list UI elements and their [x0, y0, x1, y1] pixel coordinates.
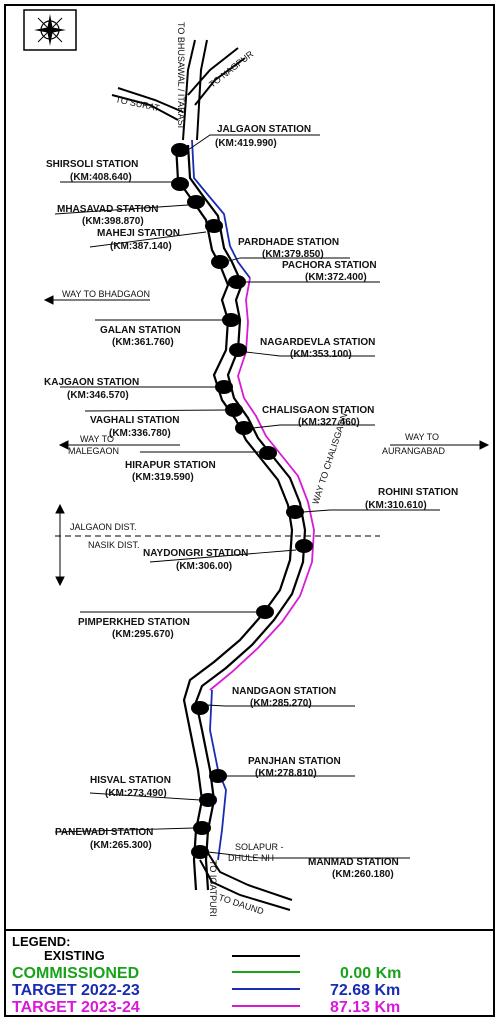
station-dot — [171, 143, 189, 157]
direction-arrows — [43, 295, 490, 587]
station-name: CHALISGAON STATION — [262, 405, 374, 416]
station-km: (KM:387.140) — [110, 241, 172, 252]
legend-existing-label: EXISTING — [44, 948, 105, 963]
station-dot — [229, 343, 247, 357]
jalgaon-district-label: JALGAON DIST. — [70, 522, 137, 532]
station-dot — [209, 769, 227, 783]
station-dot — [235, 421, 253, 435]
station-dot — [187, 195, 205, 209]
station-km: (KM:408.640) — [70, 172, 132, 183]
station-dot — [205, 219, 223, 233]
north-branches — [111, 39, 246, 141]
station-dot — [211, 255, 229, 269]
station-dot — [225, 403, 243, 417]
station-dot — [228, 275, 246, 289]
station-km: (KM:319.590) — [132, 472, 194, 483]
station-name: JALGAON STATION — [217, 124, 311, 135]
leader-lines — [54, 134, 440, 859]
station-name: KAJGAON STATION — [44, 377, 139, 388]
station-km: (KM:306.00) — [176, 561, 232, 572]
station-name: PANJHAN STATION — [248, 756, 341, 767]
station-km: (KM:398.870) — [82, 216, 144, 227]
station-name: VAGHALI STATION — [90, 415, 179, 426]
station-name: ROHINI STATION — [378, 487, 458, 498]
south-branches — [199, 849, 293, 911]
station-dot — [191, 845, 209, 859]
station-name: NANDGAON STATION — [232, 686, 336, 697]
way-to-aurangabad-label: WAY TO — [405, 432, 439, 442]
station-name: PARDHADE STATION — [238, 237, 339, 248]
station-km: (KM:379.850) — [262, 249, 324, 260]
station-dot — [295, 539, 313, 553]
station-name: MANMAD STATION — [308, 857, 399, 868]
station-name: HIRAPUR STATION — [125, 460, 216, 471]
station-km: (KM:273.490) — [105, 788, 167, 799]
station-dot — [222, 313, 240, 327]
station-km: (KM:361.760) — [112, 337, 174, 348]
station-name: GALAN STATION — [100, 325, 181, 336]
station-name: HISVAL STATION — [90, 775, 171, 786]
highway-label-2: DHULE NH — [228, 853, 274, 863]
station-dot — [256, 605, 274, 619]
to-surat-label: TO SURAT — [115, 94, 161, 113]
station-dot — [193, 821, 211, 835]
target-2023-24-line — [209, 277, 315, 691]
nasik-district-label: NASIK DIST. — [88, 540, 140, 550]
station-labels: JALGAON STATION (KM:419.990) SHIRSOLI ST… — [44, 124, 458, 880]
way-to-bhadgaon-label: WAY TO BHADGAON — [62, 289, 150, 299]
legend-target-2023-label: TARGET 2023-24 — [12, 999, 140, 1016]
legend-commissioned-label: COMMISSIONED — [12, 965, 139, 982]
target-2022-23-line — [191, 139, 251, 861]
legend-title: LEGEND: — [12, 934, 71, 949]
station-km: (KM:327.460) — [298, 417, 360, 428]
station-dot — [191, 701, 209, 715]
legend-commissioned-value: 0.00 Km — [340, 965, 401, 982]
legend-target-2022-value: 72.68 Km — [330, 982, 400, 999]
way-to-aurangabad-label-2: AURANGABAD — [382, 446, 446, 456]
station-dot — [199, 793, 217, 807]
station-name: NAGARDEVLA STATION — [260, 337, 375, 348]
station-name: PANEWADI STATION — [55, 827, 153, 838]
station-km: (KM:260.180) — [332, 869, 394, 880]
to-igatpuri-label: TO IGATPURI — [208, 860, 218, 917]
station-km: (KM:372.400) — [305, 272, 367, 283]
legend-target-2022-label: TARGET 2022-23 — [12, 982, 140, 999]
station-km: (KM:336.780) — [109, 428, 171, 439]
station-km: (KM:419.990) — [215, 138, 277, 149]
compass-rose-icon — [23, 9, 77, 51]
to-bhusawal-label: TO BHUSAWAL / ITARASI — [176, 22, 186, 128]
station-dots — [171, 143, 313, 859]
highway-label: SOLAPUR - — [235, 842, 284, 852]
to-nagpur-label: TO NAGPUR — [207, 49, 256, 90]
station-km: (KM:278.810) — [255, 768, 317, 779]
station-dot — [171, 177, 189, 191]
station-dot — [215, 380, 233, 394]
station-name: MAHEJI STATION — [97, 228, 180, 239]
station-name: PACHORA STATION — [282, 260, 377, 271]
way-to-malegaon-label: WAY TO — [80, 434, 114, 444]
station-name: NAYDONGRI STATION — [143, 548, 248, 559]
legend-target-2023-value: 87.13 Km — [330, 999, 400, 1016]
station-km: (KM:295.670) — [112, 629, 174, 640]
station-name: MHASAVAD STATION — [57, 204, 158, 215]
station-name: PIMPERKHED STATION — [78, 617, 190, 628]
station-km: (KM:310.610) — [365, 500, 427, 511]
station-km: (KM:353.100) — [290, 349, 352, 360]
legend: LEGEND: EXISTING COMMISSIONED 0.00 Km TA… — [6, 929, 495, 1016]
way-to-malegaon-label-2: MALEGAON — [68, 446, 119, 456]
map-frame — [4, 4, 495, 1017]
station-km: (KM:285.270) — [250, 698, 312, 709]
station-name: SHIRSOLI STATION — [46, 159, 138, 170]
station-km: (KM:265.300) — [90, 840, 152, 851]
station-km: (KM:346.570) — [67, 390, 129, 401]
station-dot — [286, 505, 304, 519]
station-dot — [259, 446, 277, 460]
